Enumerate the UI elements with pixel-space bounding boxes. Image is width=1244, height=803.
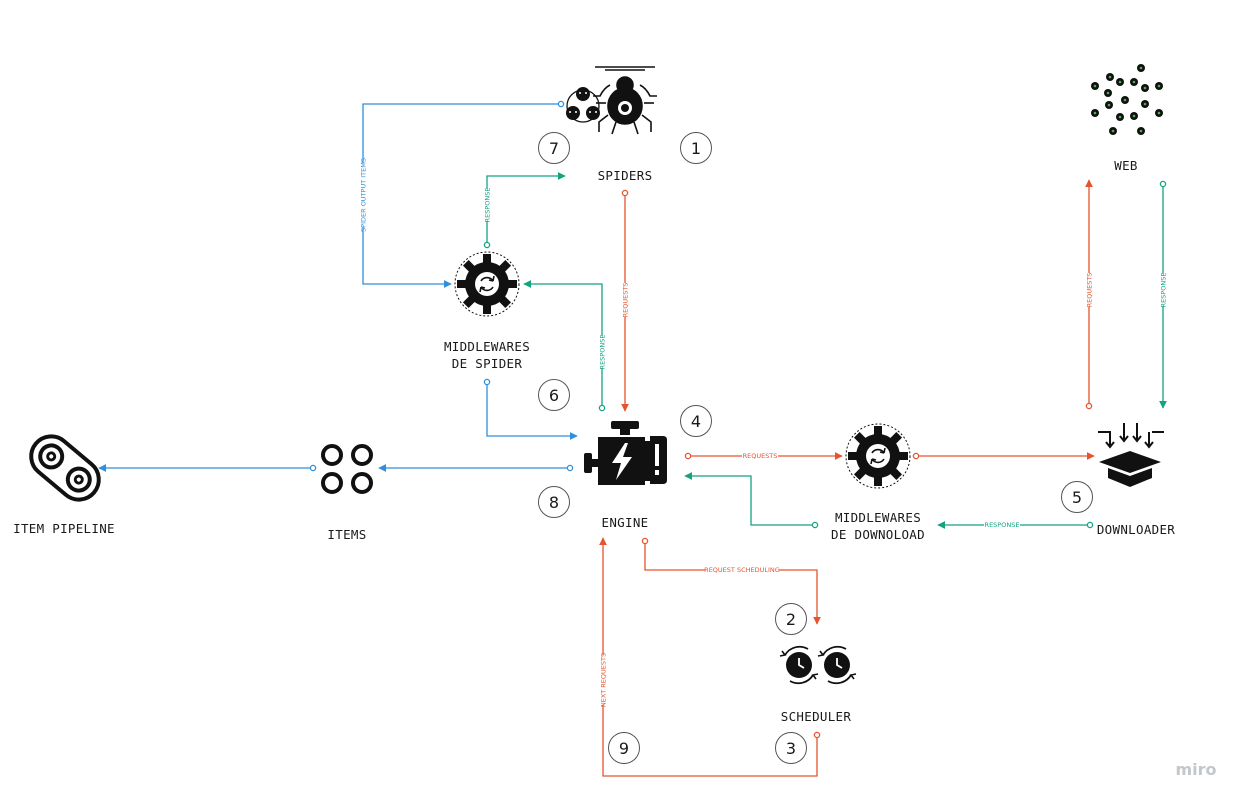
node-label-item-pipeline: ITEM PIPELINE	[13, 521, 115, 536]
edge-label-response-to-spiders: RESPONSE	[484, 188, 492, 223]
edge-mw-spider-to-engine	[486, 382, 578, 440]
node-label-spiders: SPIDERS	[598, 168, 653, 183]
svg-text:5: 5	[1072, 488, 1082, 507]
svg-text:4: 4	[691, 412, 701, 431]
download-box-icon	[1098, 423, 1164, 487]
node-label-mw-download-line2: DE DOWNOLOAD	[831, 527, 925, 542]
svg-text:1: 1	[691, 139, 701, 158]
step-badge-8: 8	[538, 486, 570, 518]
svg-text:9: 9	[619, 739, 629, 758]
gear-sync-icon	[845, 423, 911, 489]
edge-spider-output-items	[362, 103, 561, 288]
node-label-downloader: DOWNLOADER	[1097, 522, 1175, 537]
node-label-engine: ENGINE	[602, 515, 649, 530]
step-badge-4: 4	[680, 405, 712, 437]
pipeline-belt-icon	[29, 434, 101, 502]
node-label-mw-download-line1: MIDDLEWARES	[835, 510, 921, 525]
items-circles-icon	[321, 444, 373, 494]
spider-icon	[593, 66, 657, 135]
gear-sync-icon	[454, 251, 520, 317]
step-badge-6: 6	[538, 379, 570, 411]
edge-labels: SPIDER OUTPUT ITEMS RESPONSE REQUESTS RE…	[358, 158, 1168, 707]
web-dots-icon	[1091, 64, 1163, 135]
step-badge-5: 5	[1061, 481, 1093, 513]
svg-text:2: 2	[786, 610, 796, 629]
edge-response-to-spiders	[486, 172, 566, 245]
step-badge-3: 3	[775, 732, 807, 764]
edge-label-spider-output-items: SPIDER OUTPUT ITEMS	[360, 158, 368, 232]
edge-label-next-requests: NEXT REQUESTS	[600, 653, 608, 707]
edge-label-requests-engine-to-mw: REQUESTS	[743, 452, 778, 460]
node-label-mw-spider-line2: DE SPIDER	[452, 356, 523, 371]
edge-label-response-to-mw-download: RESPONSE	[985, 521, 1020, 529]
edge-label-requests-from-spiders: REQUESTS	[622, 283, 630, 318]
engine-icon	[584, 421, 667, 485]
people-group-icon	[566, 87, 600, 123]
node-label-web: WEB	[1114, 158, 1137, 173]
scheduler-clocks-icon	[779, 645, 857, 685]
edge-label-request-scheduling: REQUEST SCHEDULING	[704, 566, 780, 574]
step-badge-1: 1	[680, 132, 712, 164]
svg-text:7: 7	[549, 139, 559, 158]
miro-watermark: miro	[1175, 760, 1216, 779]
edge-label-requests-to-web: REQUESTS	[1086, 273, 1094, 308]
node-label-mw-spider-line1: MIDDLEWARES	[444, 339, 530, 354]
step-badge-2: 2	[775, 603, 807, 635]
edge-label-response-to-mw-spider: RESPONSE	[599, 335, 607, 370]
svg-text:8: 8	[549, 493, 559, 512]
node-label-items: ITEMS	[327, 527, 366, 542]
edge-mw-download-to-engine	[684, 472, 815, 526]
svg-text:6: 6	[549, 386, 559, 405]
svg-text:3: 3	[786, 739, 796, 758]
node-label-scheduler: SCHEDULER	[781, 709, 852, 724]
step-badge-9: 9	[608, 732, 640, 764]
step-badge-7: 7	[538, 132, 570, 164]
edge-label-response-from-web: RESPONSE	[1160, 273, 1168, 308]
